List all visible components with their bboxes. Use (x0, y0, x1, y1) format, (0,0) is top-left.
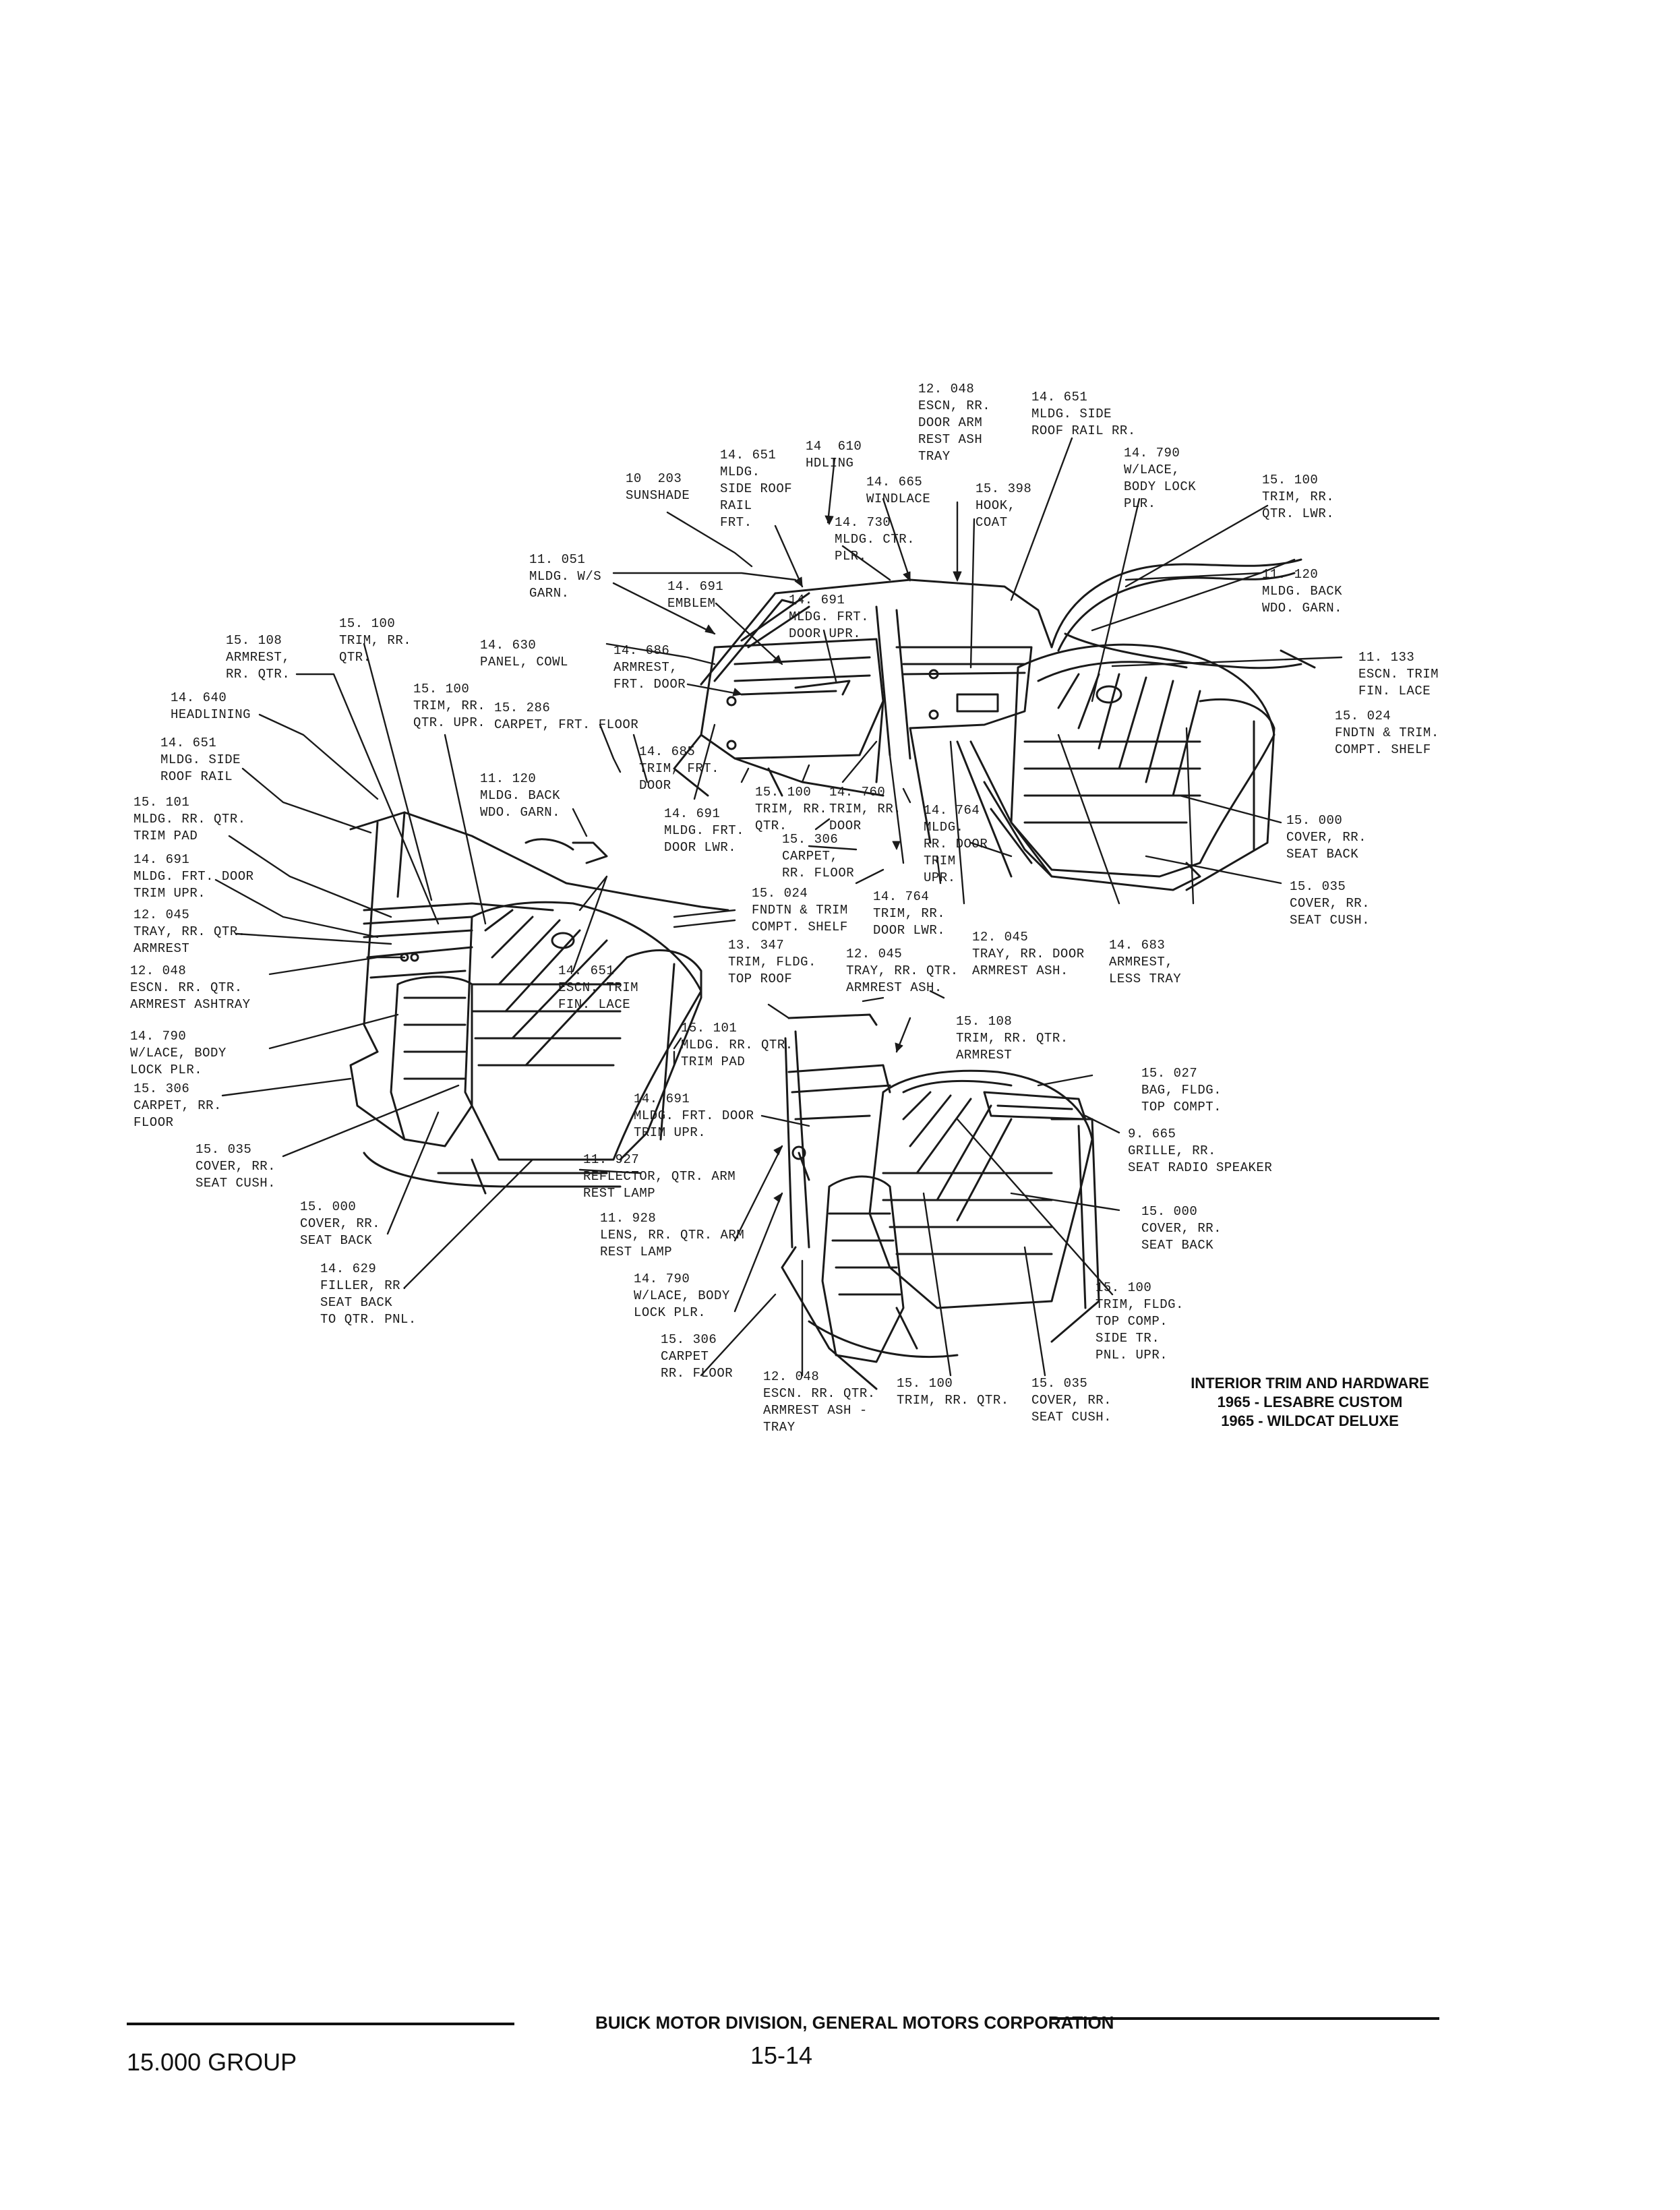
callout-armrest-less-tray: 14. 683 ARMREST, LESS TRAY (1109, 938, 1182, 986)
callout-rear-seat-back-cover-3: 15. 000 COVER, RR. SEAT BACK (1141, 1204, 1222, 1253)
callout-quarter-trim-pad-molding-2: 15. 101 MLDG. RR. QTR. TRIM PAD (681, 1021, 793, 1069)
callout-side-roof-rail-rear: 14. 651 MLDG. SIDE ROOF RAIL RR. (1031, 390, 1136, 438)
callout-seat-back-to-quarter-panel-filler: 14. 629 FILLER, RR. SEAT BACK TO QTR. PN… (320, 1261, 417, 1327)
callout-rear-seat-cushion-cover-3: 15. 035 COVER, RR. SEAT CUSH. (1031, 1376, 1112, 1425)
callout-side-roof-rail: 14. 651 MLDG. SIDE ROOF RAIL (160, 736, 241, 784)
callout-back-window-garnish-lower: 11. 120 MLDG. BACK WDO. GARN. (480, 771, 561, 820)
callout-headlining-2: 14. 640 HEADLINING (171, 690, 251, 722)
title-line-3: 1965 - WILDCAT DELUXE (1221, 1412, 1399, 1429)
leader-lines (214, 437, 1343, 1377)
callout-rear-quarter-trim-3: 15. 100 TRIM, RR. QTR. (897, 1376, 1009, 1408)
callout-sunshade: 10 203 SUNSHADE (626, 471, 690, 503)
callout-rear-seat-radio-speaker-grille: 9. 665 GRILLE, RR. SEAT RADIO SPEAKER (1128, 1127, 1273, 1175)
callout-quarter-armrest-ashtray-escutcheon-2: 12. 048 ESCN. RR. QTR. ARMREST ASH - TRA… (763, 1369, 876, 1435)
lower-interior-view (781, 1013, 1100, 1390)
callout-windlace: 14. 665 WINDLACE (866, 475, 931, 506)
callout-rear-floor-carpet-3: 15. 306 CARPET RR. FLOOR (661, 1332, 733, 1381)
callout-emblem: 14. 691 EMBLEM (667, 579, 724, 611)
callout-coat-hook: 15. 398 HOOK, COAT (976, 481, 1032, 530)
footer-rule-right (1052, 2017, 1439, 2020)
callout-front-door-armrest: 14. 686 ARMREST, FRT. DOOR (613, 643, 686, 692)
callout-rear-quarter-trim-upper: 15. 100 TRIM, RR. QTR. UPR. (413, 682, 486, 730)
callout-trim-finishing-lace-escutcheon: 11. 133 ESCN. TRIM FIN. LACE (1358, 650, 1439, 698)
callout-rear-quarter-trim-2: 15. 100 TRIM, RR. QTR. (755, 785, 828, 833)
diagram-title-block: INTERIOR TRIM AND HARDWARE 1965 - LESABR… (1172, 1374, 1448, 1431)
left-interior-view (349, 811, 729, 1195)
callout-front-door-molding-lower: 14. 691 MLDG. FRT. DOOR LWR. (664, 806, 745, 855)
callout-rear-quarter-trim-armrest: 15. 108 TRIM, RR. QTR. ARMREST (956, 1014, 1069, 1063)
callout-front-door-trim: 14. 685 TRIM, FRT. DOOR (639, 744, 720, 793)
title-line-2: 1965 - LESABRE CUSTOM (1217, 1394, 1403, 1410)
callout-quarter-trim-pad-molding-1: 15. 101 MLDG. RR. QTR. TRIM PAD (133, 795, 246, 843)
callout-door-armrest-escutcheon: 12. 048 ESCN, RR. DOOR ARM REST ASH TRAY (918, 382, 991, 464)
callout-folding-top-side-trim-panel-upper: 15. 100 TRIM, FLDG. TOP COMP. SIDE TR. P… (1096, 1280, 1184, 1363)
footer-rule-left (127, 2023, 514, 2025)
callout-front-door-molding-upper: 14. 691 MLDG. FRT. DOOR UPR. (789, 593, 870, 641)
callout-rear-quarter-trim-1: 15. 100 TRIM, RR. QTR. (339, 616, 412, 665)
callout-rear-door-trim-lower: 14. 764 TRIM, RR. DOOR LWR. (873, 889, 946, 938)
callout-trim-compartment-shelf-1: 15. 024 FNDTN & TRIM. COMPT. SHELF (1335, 709, 1439, 757)
callout-rear-seat-back-cover-1: 15. 000 COVER, RR. SEAT BACK (1286, 813, 1367, 862)
callout-front-floor-carpet: 15. 286 CARPET, FRT. FLOOR (494, 700, 639, 732)
callout-headlining-1: 14 610 HDLING (806, 439, 862, 471)
callout-rear-door-armrest-tray: 12. 045 TRAY, RR. DOOR ARMREST ASH. (972, 930, 1085, 978)
callout-rear-seat-cushion-cover-1: 15. 035 COVER, RR. SEAT CUSH. (1290, 879, 1371, 928)
callout-trim-compartment-shelf-2: 15. 024 FNDTN & TRIM COMPT. SHELF (752, 886, 848, 934)
callout-rear-quarter-armrest-ash-tray: 12. 045 TRAY, RR. QTR. ARMREST ASH. (846, 947, 959, 995)
publisher-line: BUICK MOTOR DIVISION, GENERAL MOTORS COR… (595, 2012, 1114, 2033)
callout-front-door-trim-molding-upper-2: 14. 691 MLDG. FRT. DOOR TRIM UPR. (634, 1092, 754, 1140)
callout-rear-quarter-trim-lower: 15. 100 TRIM, RR. QTR. LWR. (1262, 473, 1335, 521)
callout-rear-door-trim: 14. 760 TRIM, RR. DOOR (829, 785, 902, 833)
title-line-1: INTERIOR TRIM AND HARDWARE (1191, 1375, 1429, 1392)
callout-rear-seat-cushion-cover-2: 15. 035 COVER, RR. SEAT CUSH. (196, 1142, 276, 1191)
callout-windshield-garnish: 11. 051 MLDG. W/S GARN. (529, 552, 602, 601)
callout-windlace-body-lock-pillar-1: 14. 790 W/LACE, BODY LOCK PLR. (130, 1029, 227, 1077)
callout-folding-top-roof-trim: 13. 347 TRIM, FLDG. TOP ROOF (728, 938, 816, 986)
callout-rear-quarter-armrest-tray: 12. 045 TRAY, RR. QTR. ARMREST (133, 907, 246, 956)
callout-rear-seat-back-cover-2: 15. 000 COVER, RR. SEAT BACK (300, 1199, 381, 1248)
callout-center-pillar-molding: 14. 730 MLDG. CTR. PLR. (835, 515, 916, 564)
callout-cowl-panel: 14. 630 PANEL, COWL (480, 638, 568, 669)
callout-quarter-armrest-ashtray-escutcheon-1: 12. 048 ESCN. RR. QTR. ARMREST ASHTRAY (130, 963, 251, 1012)
arrow-heads (704, 515, 962, 1203)
group-label: 15.000 GROUP (127, 2048, 297, 2076)
callout-windlace-body-lock-pillar-2: 14. 790 W/LACE, BODY LOCK PLR. (634, 1272, 730, 1320)
callout-side-roof-rail-front: 14. 651 MLDG. SIDE ROOF RAIL FRT. (720, 448, 793, 530)
callout-back-window-garnish-upper: 11. 120 MLDG. BACK WDO. GARN. (1262, 567, 1343, 616)
callout-quarter-armrest-lamp-reflector: 11. 927 REFLECTOR, QTR. ARM REST LAMP (583, 1152, 736, 1201)
callout-rear-floor-carpet-2: 15. 306 CARPET, RR. FLOOR (133, 1081, 222, 1130)
callout-quarter-armrest-lamp-lens: 11. 928 LENS, RR. QTR. ARM REST LAMP (600, 1211, 745, 1259)
callout-rear-floor-carpet-1: 15. 306 CARPET, RR. FLOOR (782, 832, 855, 880)
callout-rear-quarter-armrest-1: 15. 108 ARMREST, RR. QTR. (226, 633, 291, 682)
page-number: 15-14 (750, 2041, 813, 2069)
callout-folding-top-compartment-bag: 15. 027 BAG, FLDG. TOP COMPT. (1141, 1066, 1222, 1114)
callout-rear-door-trim-molding-upper: 14. 764 MLDG. RR. DOOR TRIM UPR. (924, 803, 988, 885)
callout-front-door-trim-molding-upper-1: 14. 691 MLDG. FRT. DOOR TRIM UPR. (133, 852, 254, 901)
upper-interior-view (673, 558, 1316, 891)
callout-windlace-body-lock-pillar-upper: 14. 790 W/LACE, BODY LOCK PLR. (1124, 446, 1197, 511)
callout-trim-finishing-lace-escutcheon-2: 14. 651 ESCN. TRIM FIN. LACE (558, 963, 639, 1012)
